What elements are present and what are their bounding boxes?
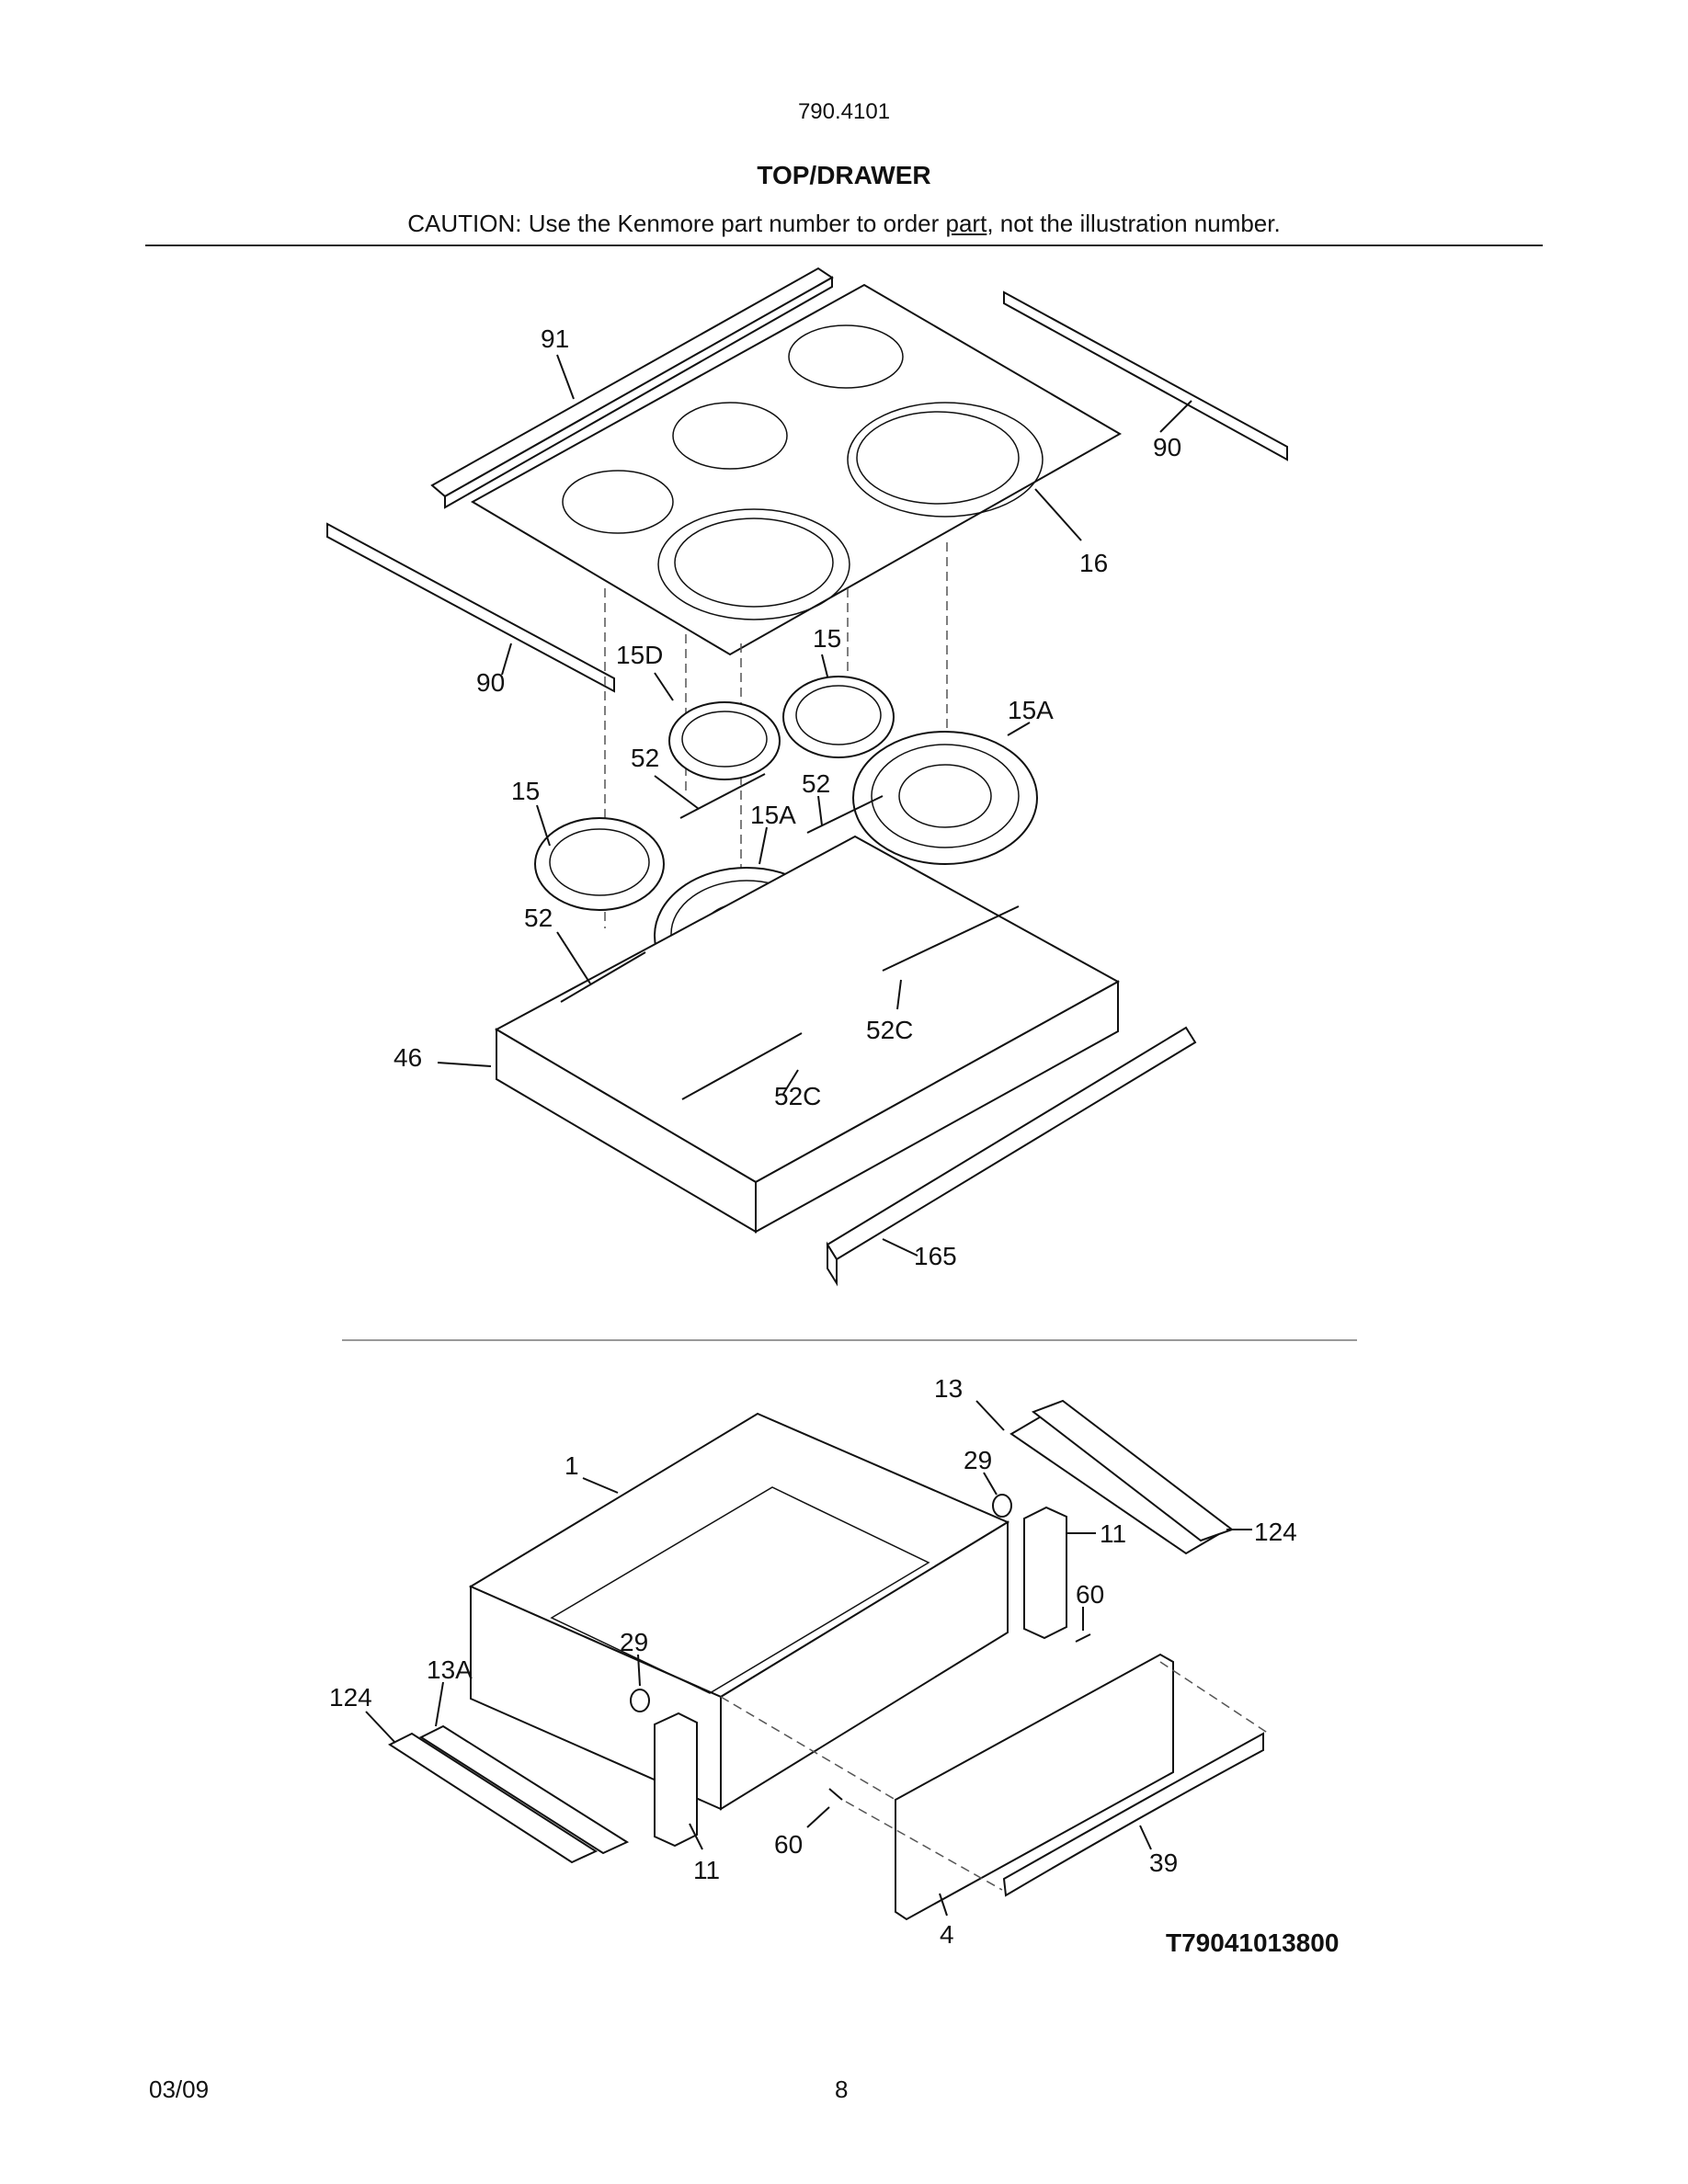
screw-60-right [1075, 1633, 1091, 1643]
callout-1: 1 [565, 1451, 579, 1480]
page-title: TOP/DRAWER [757, 161, 931, 189]
callout-13: 13 [934, 1374, 963, 1403]
bracket-52-c [560, 951, 646, 1003]
spacer-11-left [654, 1712, 698, 1848]
burner-element-15-left [534, 817, 665, 911]
callout-39: 39 [1149, 1848, 1178, 1877]
callout-29-left: 29 [620, 1628, 648, 1656]
bracket-52C-a [882, 905, 1020, 972]
glass-cooktop-16 [470, 283, 1123, 656]
callout-124-left: 124 [329, 1683, 372, 1712]
drawer-exploded-view: 13 29 1 11 124 60 29 13A 124 60 11 39 4 [329, 1374, 1297, 1949]
roller-29-right [992, 1494, 1012, 1518]
callout-15-left: 15 [511, 777, 540, 805]
slide-rail-124-left [387, 1732, 599, 1864]
callout-165: 165 [914, 1242, 957, 1270]
callout-11-right: 11 [1100, 1519, 1126, 1548]
callout-52-b: 52 [802, 769, 830, 798]
callout-15-upper: 15 [813, 624, 841, 653]
callout-52C-b: 52C [774, 1082, 821, 1110]
callout-46: 46 [393, 1043, 422, 1072]
callout-60-right: 60 [1076, 1580, 1104, 1609]
callout-52C-a: 52C [866, 1016, 913, 1044]
callout-16: 16 [1079, 549, 1108, 577]
callout-91: 91 [541, 324, 569, 353]
callout-11-left: 11 [693, 1856, 720, 1884]
bracket-52C-b [681, 1032, 803, 1100]
spacer-11-right [1023, 1506, 1067, 1640]
callout-52-c: 52 [524, 904, 553, 932]
trim-strip-90-left [326, 522, 615, 693]
slide-rail-13A-left [418, 1724, 630, 1855]
callout-90-right: 90 [1153, 433, 1181, 461]
burner-element-15A-right [852, 731, 1038, 865]
roller-29-left [630, 1689, 650, 1712]
drawer-handle-39 [1002, 1732, 1264, 1897]
callout-90-left: 90 [476, 668, 505, 697]
burner-element-15D [668, 701, 781, 780]
footer-date: 03/09 [149, 2076, 210, 2103]
burner-element-15-upper [782, 676, 895, 758]
callout-60-left: 60 [774, 1830, 803, 1859]
callout-124-right: 124 [1254, 1518, 1297, 1546]
callout-13A: 13A [427, 1655, 473, 1684]
header-divider [145, 245, 1543, 246]
burner-box-46 [494, 835, 1121, 1234]
page-number: 8 [835, 2076, 849, 2103]
bracket-52-a [679, 773, 766, 819]
screw-60-left [828, 1788, 843, 1801]
model-number: 790.4101 [797, 99, 891, 124]
drawer-body-1 [468, 1412, 1010, 1811]
callout-15D: 15D [616, 641, 663, 669]
caution-underlined-word: part [945, 210, 987, 237]
trim-strip-91 [430, 267, 834, 509]
figure-code: T79041013800 [1166, 1928, 1340, 1957]
callout-15A-right: 15A [1008, 696, 1054, 724]
rail-165 [826, 1026, 1197, 1287]
caution-prefix: CAUTION: Use the Kenmore part number to … [407, 210, 946, 237]
callout-29-right: 29 [964, 1446, 992, 1474]
caution-suffix: , not the illustration number. [987, 210, 1281, 237]
trim-strip-90-right [1003, 290, 1288, 461]
top-exploded-view: 91 90 16 90 15D 15 15A 52 52 15 15A 52 4… [326, 267, 1288, 1287]
callout-15A-left: 15A [750, 801, 796, 829]
callout-52-a: 52 [631, 744, 659, 772]
callout-4: 4 [940, 1920, 954, 1949]
drawer-front-panel-4 [895, 1653, 1174, 1921]
bracket-52-b [806, 795, 884, 834]
caution-text: CAUTION: Use the Kenmore part number to … [0, 210, 1688, 238]
